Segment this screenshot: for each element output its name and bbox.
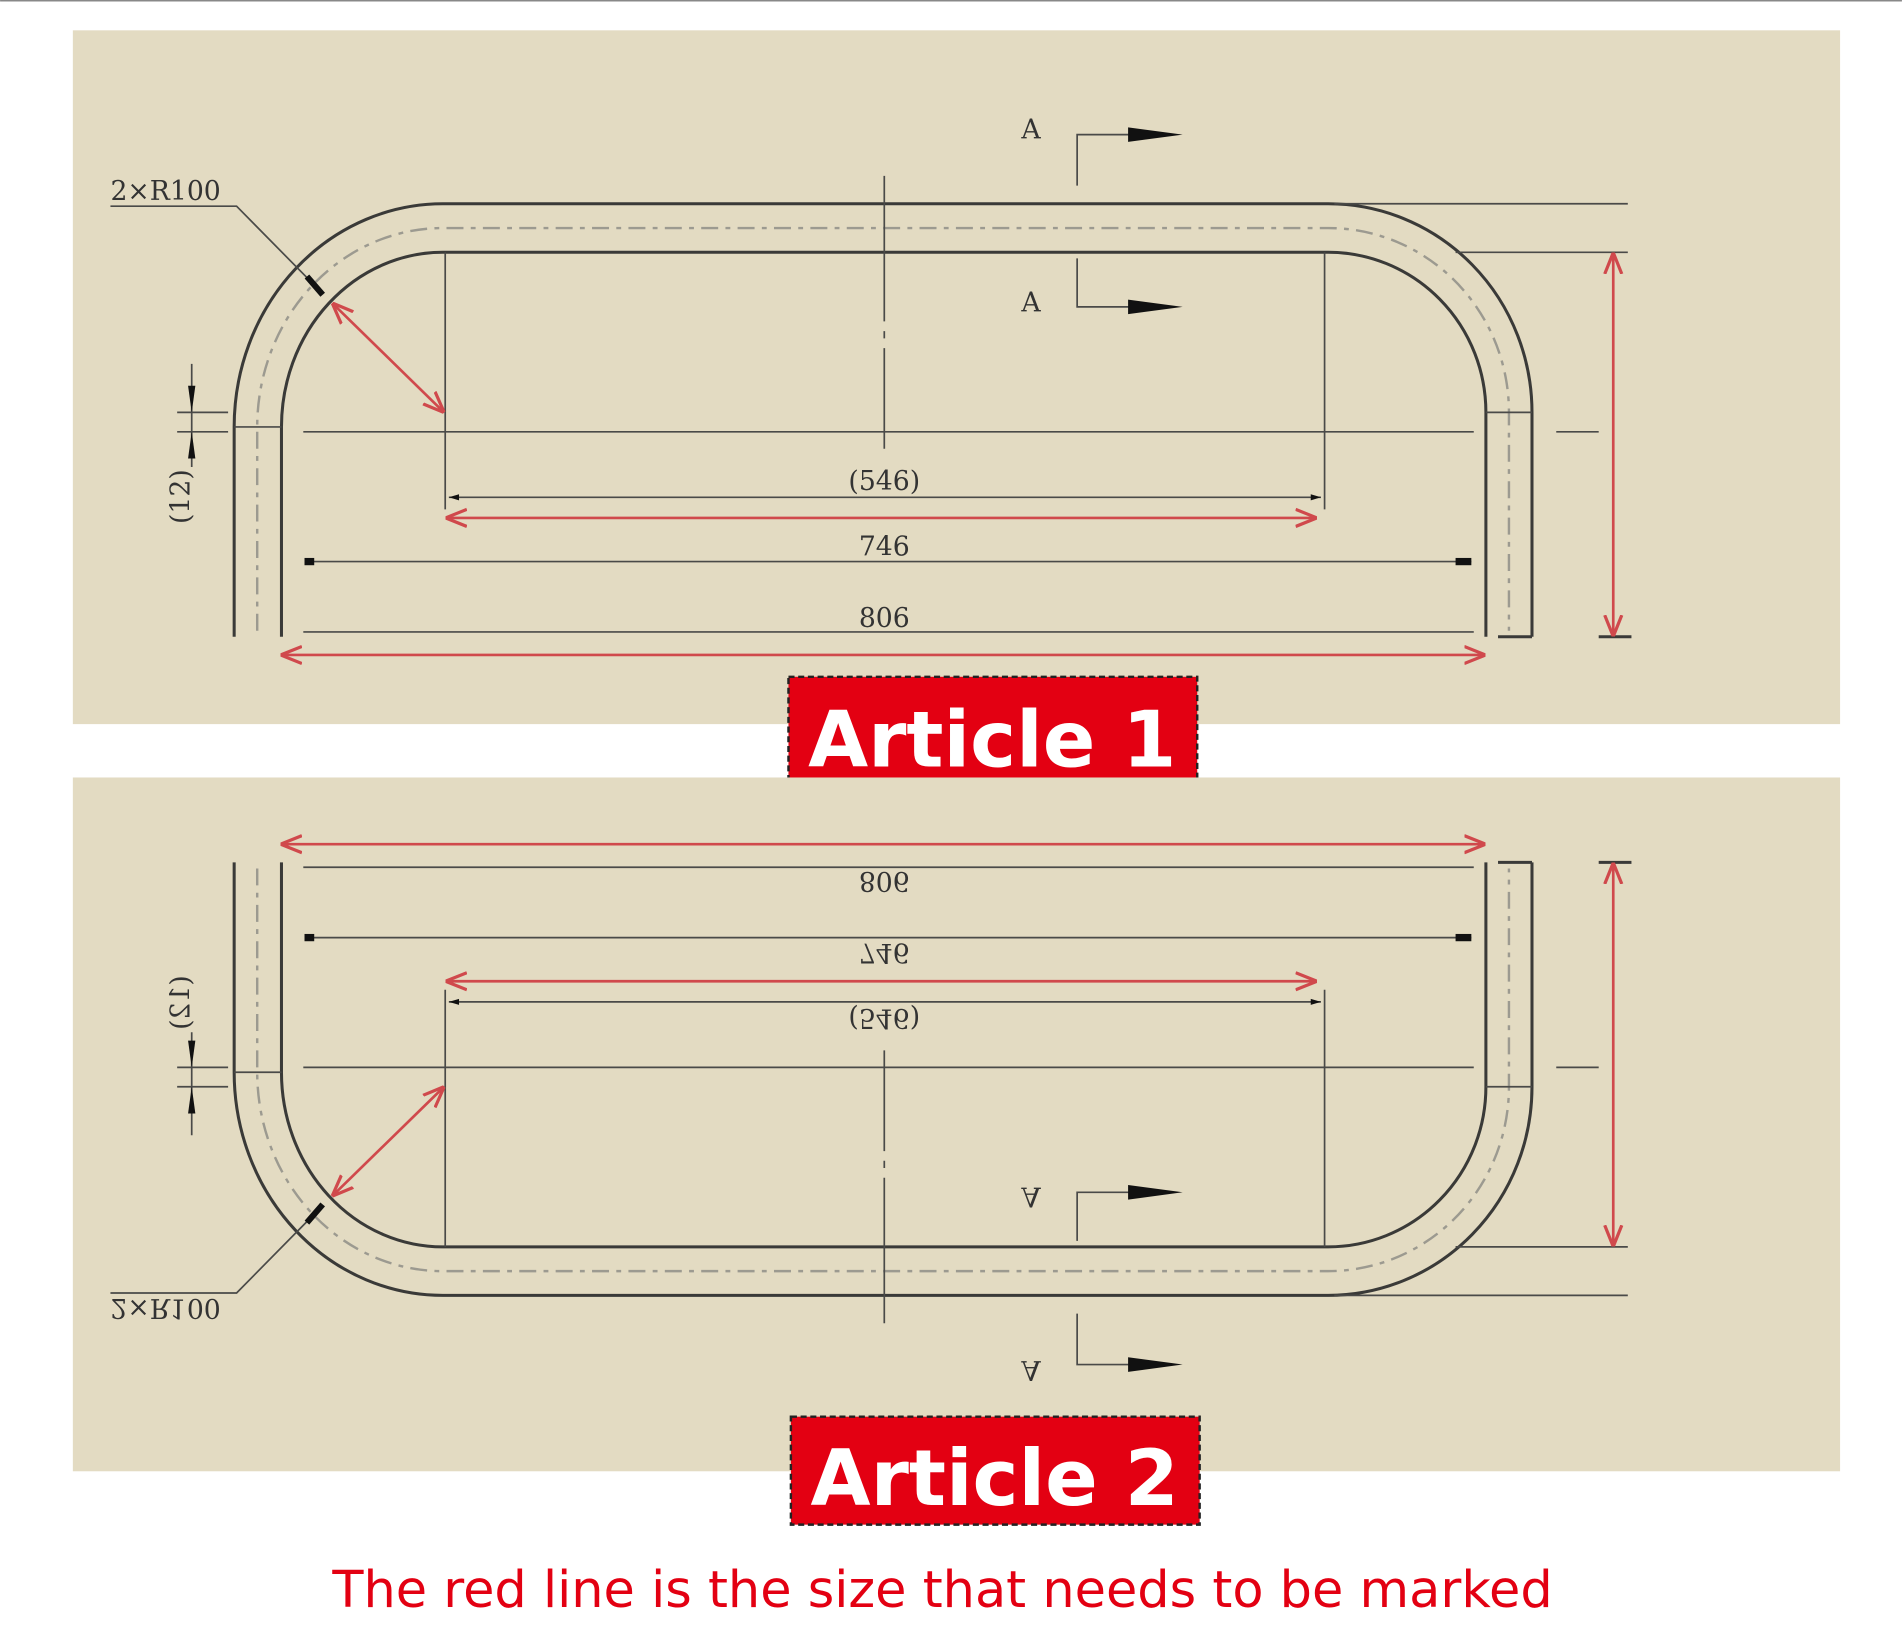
dim-12: (12) <box>165 469 196 524</box>
section-label-top: A <box>1020 114 1041 145</box>
section-label-bottom: A <box>1020 1180 1041 1211</box>
dim-806: 806 <box>859 603 910 634</box>
dim-746: 746 <box>859 532 910 563</box>
dim-546: (546) <box>848 1002 920 1033</box>
caption: The red line is the size that needs to b… <box>331 1561 1552 1620</box>
article-2-label: Article 2 <box>789 1415 1201 1526</box>
article-1-panel: 2×R100 (12) (546) 746 806 A A <box>72 30 1841 725</box>
panel-background <box>72 30 1841 725</box>
section-label-bottom: A <box>1020 288 1041 319</box>
section-label-top: A <box>1020 1354 1041 1385</box>
dim-806: 806 <box>859 865 910 896</box>
article-2-panel: 2×R100 (12) (546) 746 806 A A <box>72 777 1841 1472</box>
radius-note: 2×R100 <box>110 1292 220 1323</box>
article-1-title: Article 1 <box>808 696 1176 786</box>
dim-746: 746 <box>859 937 910 968</box>
panel-background <box>72 777 1841 1472</box>
dim-546: (546) <box>848 466 920 497</box>
article-1-label: Article 1 <box>787 675 1199 788</box>
dim-12: (12) <box>165 975 196 1030</box>
radius-note: 2×R100 <box>110 176 220 207</box>
article-2-title: Article 2 <box>811 1434 1179 1524</box>
